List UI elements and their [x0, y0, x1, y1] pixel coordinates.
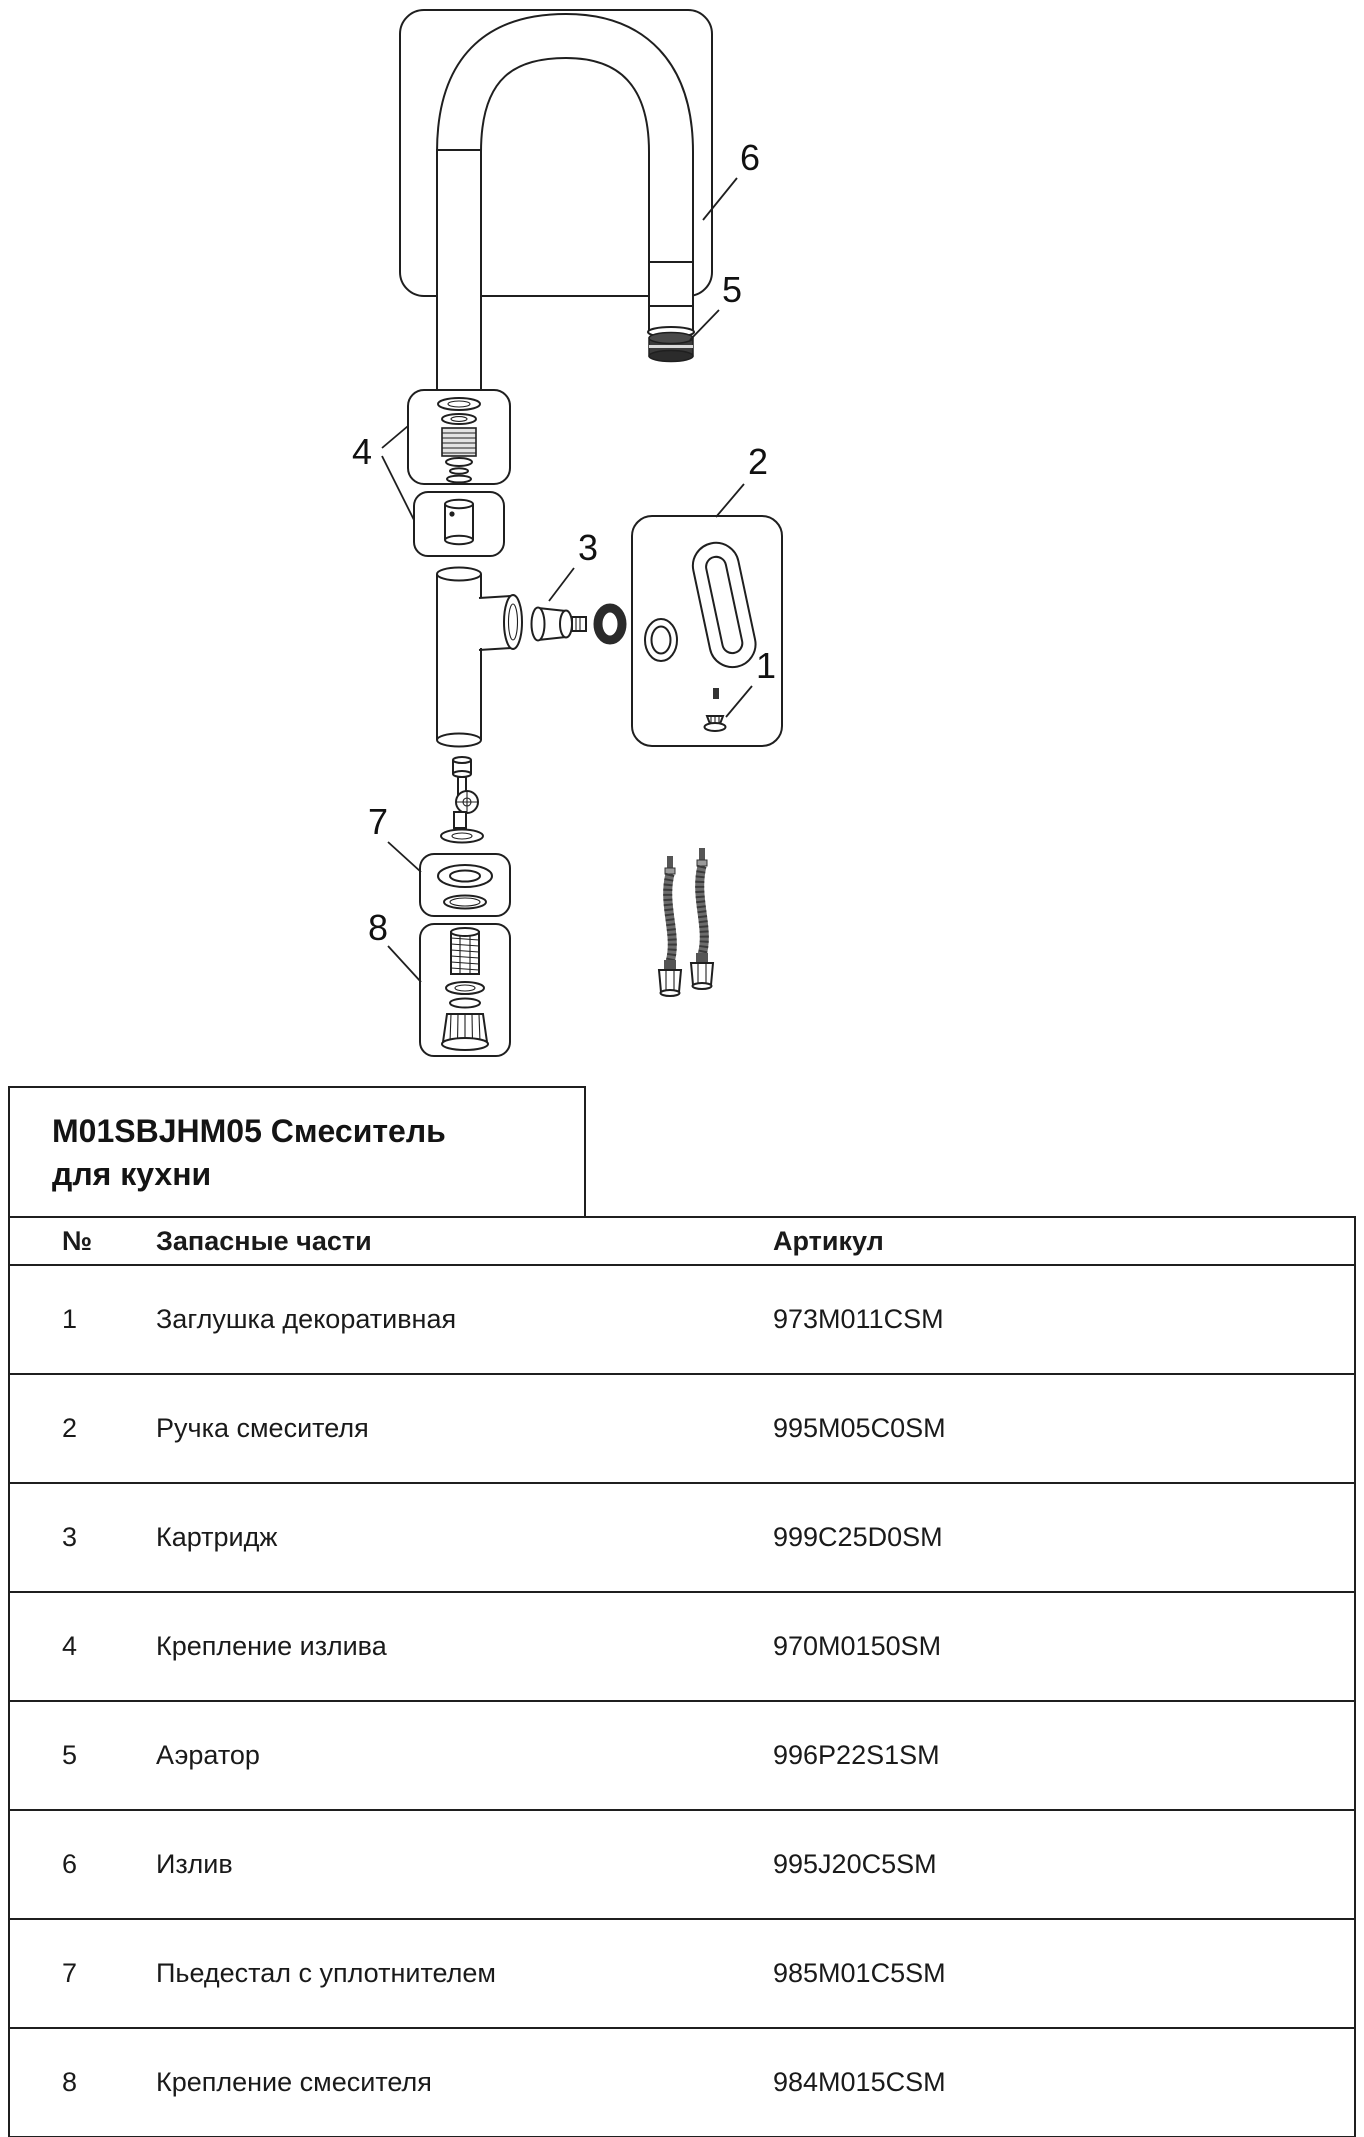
callout-1: 1 — [725, 645, 776, 718]
callout-7: 7 — [368, 801, 422, 873]
spout-mount-lower — [413, 491, 505, 557]
pedestal-seal-box — [419, 853, 511, 917]
table-row: 6 Излив 995J20C5SM — [9, 1809, 1355, 1919]
mounting-kit-box — [419, 923, 511, 1057]
callout-4-leader-lower — [381, 455, 415, 521]
part-sku: 984M015CSM — [773, 2027, 1355, 2137]
o-ring — [593, 603, 627, 645]
part-number: 1 — [9, 1264, 156, 1374]
handle-group-box — [631, 515, 783, 747]
table-row: 7 Пьедестал с уплотнителем 985M01C5SM — [9, 1918, 1355, 2028]
part-number: 2 — [9, 1373, 156, 1483]
callout-8-label: 8 — [368, 907, 388, 948]
callout-2-label: 2 — [748, 441, 768, 482]
table-row: 1 Заглушка декоративная 973M011CSM — [9, 1264, 1355, 1374]
supply-hose-left — [657, 856, 683, 997]
part-name: Излив — [156, 1809, 773, 1919]
part-name: Заглушка декоративная — [156, 1264, 773, 1374]
part-number: 3 — [9, 1482, 156, 1592]
callout-4-leader-upper — [381, 425, 409, 449]
callout-5: 5 — [689, 269, 742, 341]
part-number: 6 — [9, 1809, 156, 1919]
callout-3-label: 3 — [578, 527, 598, 568]
supply-hose-right — [689, 848, 715, 990]
part-sku: 970M0150SM — [773, 1591, 1355, 1701]
spout-group-box — [399, 9, 713, 297]
faucet-exploded-drawing: 6 5 4 3 2 1 — [352, 9, 783, 1057]
mount-cartridge — [441, 427, 477, 457]
set-screw — [713, 688, 719, 699]
part-sku: 999C25D0SM — [773, 1482, 1355, 1592]
part-sku: 985M01C5SM — [773, 1918, 1355, 2028]
part-number: 4 — [9, 1591, 156, 1701]
part-name: Картридж — [156, 1482, 773, 1592]
callout-8: 8 — [368, 907, 422, 983]
callout-6-label: 6 — [740, 137, 760, 178]
callout-7-leader — [387, 841, 422, 873]
part-name: Крепление смесителя — [156, 2027, 773, 2137]
handle-lever — [691, 541, 757, 669]
cartridge — [530, 603, 627, 645]
table-row: 4 Крепление излива 970M0150SM — [9, 1591, 1355, 1701]
col-header-part: Запасные части — [156, 1216, 773, 1265]
callout-1-label: 1 — [756, 645, 776, 686]
parts-table: № Запасные части Артикул 1 Заглушка деко… — [8, 1216, 1356, 2137]
part-number: 5 — [9, 1700, 156, 1810]
callout-5-leader — [689, 309, 720, 341]
part-name: Крепление излива — [156, 1591, 773, 1701]
part-sku: 996P22S1SM — [773, 1700, 1355, 1810]
exploded-diagram: 6 5 4 3 2 1 — [352, 9, 783, 1057]
part-sku: 995J20C5SM — [773, 1809, 1355, 1919]
product-title-line2: для кухни — [52, 1156, 212, 1193]
spout-mount-upper — [407, 389, 511, 485]
callout-1-leader — [725, 685, 753, 718]
part-sku: 995M05C0SM — [773, 1373, 1355, 1483]
pedestal-parts — [440, 756, 484, 844]
part-name: Аэратор — [156, 1700, 773, 1810]
aerator — [648, 331, 694, 363]
table-row: 2 Ручка смесителя 995M05C0SM — [9, 1373, 1355, 1483]
table-row: 5 Аэратор 996P22S1SM — [9, 1700, 1355, 1810]
callout-8-leader — [387, 945, 422, 983]
part-sku: 973M011CSM — [773, 1264, 1355, 1374]
callout-6-leader — [702, 177, 738, 221]
part-number: 7 — [9, 1918, 156, 2028]
part-name: Пьедестал с уплотнителем — [156, 1918, 773, 2028]
table-row: 3 Картридж 999C25D0SM — [9, 1482, 1355, 1592]
callout-2: 2 — [715, 441, 768, 518]
callout-2-leader — [715, 483, 745, 518]
callout-6: 6 — [702, 137, 760, 221]
faucet-body — [436, 566, 523, 748]
cartridge-stem — [571, 616, 587, 632]
product-title-line1: M01SBJHM05 Смеситель — [52, 1113, 446, 1149]
callout-5-label: 5 — [722, 269, 742, 310]
table-row: 8 Крепление смесителя 984M015CSM — [9, 2027, 1355, 2137]
handle-group — [631, 515, 783, 747]
callout-7-label: 7 — [368, 801, 388, 842]
pedestal-base — [440, 828, 484, 844]
part-number: 8 — [9, 2027, 156, 2137]
callout-4: 4 — [352, 425, 415, 521]
col-header-num: № — [9, 1216, 156, 1265]
title-block: M01SBJHM05 Смеситель для кухни — [8, 1086, 586, 1216]
callout-3-leader — [548, 567, 575, 602]
decorative-plug — [703, 688, 727, 732]
callout-3: 3 — [548, 527, 598, 602]
part-name: Ручка смесителя — [156, 1373, 773, 1483]
table-header-row: № Запасные части Артикул — [9, 1216, 1355, 1265]
callout-4-label: 4 — [352, 431, 372, 472]
spout-tube — [436, 12, 695, 391]
col-header-sku: Артикул — [773, 1216, 1355, 1265]
